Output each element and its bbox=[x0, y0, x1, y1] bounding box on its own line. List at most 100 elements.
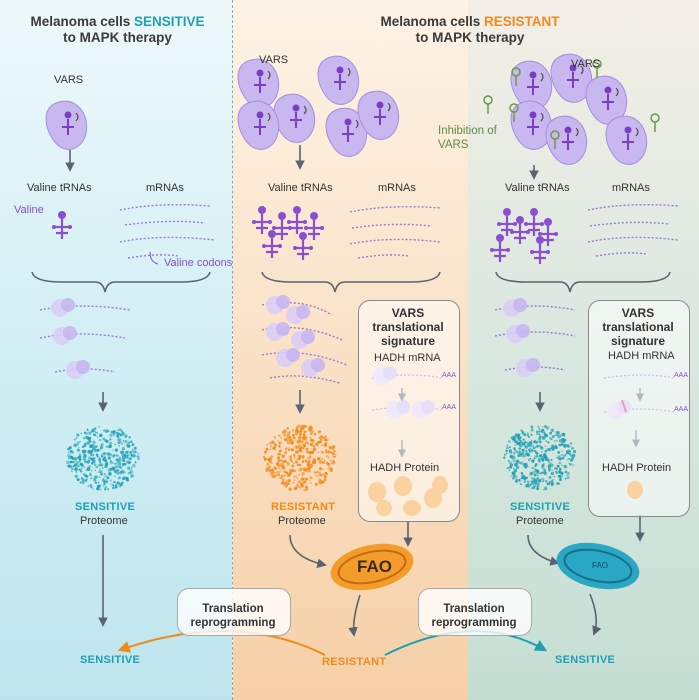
proteome-dot bbox=[280, 462, 284, 466]
proteome-dot bbox=[324, 435, 327, 438]
proteome-dot bbox=[295, 475, 298, 477]
signature-title: VARS translational signature bbox=[372, 306, 444, 348]
proteome-dot bbox=[74, 468, 78, 472]
proteome-dot bbox=[277, 459, 281, 463]
proteome-dot bbox=[283, 433, 287, 437]
proteome-dot bbox=[300, 433, 303, 436]
proteome-dot bbox=[331, 459, 335, 463]
proteome-dot bbox=[84, 474, 88, 478]
proteome-dot bbox=[70, 470, 73, 473]
proteome-dot bbox=[296, 463, 300, 467]
proteome-dot bbox=[542, 467, 545, 470]
proteome-dot bbox=[100, 444, 103, 446]
proteome-dot bbox=[105, 430, 108, 434]
proteome-dot bbox=[514, 444, 516, 446]
proteome-dot bbox=[126, 478, 129, 482]
vars-label: VARS bbox=[571, 58, 601, 70]
proteome-dot bbox=[525, 450, 528, 453]
proteome-dot bbox=[506, 446, 509, 450]
proteome-dot bbox=[512, 458, 516, 463]
proteome-dot bbox=[283, 470, 287, 473]
proteome-dot bbox=[291, 429, 294, 432]
proteome-dot bbox=[309, 455, 312, 458]
proteome-dot bbox=[318, 440, 321, 443]
proteome-dot bbox=[525, 476, 528, 479]
proteome-dot bbox=[305, 425, 308, 428]
proteome-dot bbox=[310, 430, 314, 434]
proteome-dot bbox=[99, 469, 103, 474]
sensitive-proteome-cloud-right bbox=[503, 425, 577, 491]
proteome-dot bbox=[542, 478, 545, 480]
proteome-dot bbox=[551, 482, 555, 486]
proteome-dot bbox=[268, 465, 272, 469]
outcome-resistant: RESISTANT bbox=[322, 656, 387, 668]
proteome-dot bbox=[538, 427, 541, 430]
proteome-state-label: SENSITIVE bbox=[510, 501, 571, 513]
proteome-state-label: SENSITIVE bbox=[75, 501, 136, 513]
proteome-dot bbox=[536, 471, 540, 475]
proteome-dot bbox=[300, 477, 303, 480]
proteome-dot bbox=[302, 477, 305, 480]
proteome-dot bbox=[281, 478, 285, 482]
proteome-dot bbox=[296, 477, 299, 480]
proteome-dot bbox=[272, 475, 276, 479]
proteome-dot bbox=[541, 471, 545, 474]
proteome-dot bbox=[118, 465, 122, 469]
proteome-dot bbox=[105, 440, 107, 443]
proteome-dot bbox=[296, 484, 299, 486]
proteome-dot bbox=[519, 462, 522, 465]
proteome-dot bbox=[119, 433, 123, 437]
proteome-dot bbox=[549, 431, 553, 435]
vars-signature-box-resistant bbox=[358, 300, 460, 522]
proteome-dot bbox=[103, 456, 106, 459]
panel-divider bbox=[232, 0, 233, 700]
proteome-dot bbox=[283, 467, 286, 470]
proteome-dot bbox=[322, 468, 325, 471]
proteome-dot bbox=[76, 433, 80, 437]
proteome-dot bbox=[313, 471, 317, 474]
proteome-dot bbox=[317, 430, 321, 434]
proteome-dot bbox=[93, 463, 97, 466]
proteome-dot bbox=[115, 483, 117, 486]
proteome-dot bbox=[286, 461, 289, 464]
proteome-dot bbox=[304, 430, 307, 433]
proteome-dot bbox=[513, 447, 516, 450]
proteome-dot bbox=[566, 476, 570, 480]
proteome-dot bbox=[548, 476, 552, 479]
proteome-dot bbox=[322, 436, 325, 439]
proteome-dot bbox=[317, 451, 320, 454]
proteome-dot bbox=[121, 471, 124, 474]
proteome-dot bbox=[122, 454, 125, 456]
proteome-dot bbox=[82, 458, 85, 460]
proteome-dot bbox=[507, 459, 510, 462]
proteome-dot bbox=[535, 440, 538, 444]
proteome-dot bbox=[537, 477, 540, 479]
proteome-dot bbox=[108, 472, 112, 476]
hadh-mrna-label: HADH mRNA bbox=[374, 352, 441, 364]
proteome-dot bbox=[309, 426, 314, 431]
proteome-dot bbox=[100, 473, 103, 476]
proteome-dot bbox=[84, 431, 88, 435]
proteome-dot bbox=[561, 432, 566, 437]
proteome-dot bbox=[556, 456, 559, 459]
proteome-dot bbox=[329, 467, 333, 472]
resistant-proteome-cloud bbox=[262, 424, 337, 492]
proteome-dot bbox=[503, 453, 506, 456]
proteome-dot bbox=[553, 475, 556, 478]
proteome-dot bbox=[91, 462, 93, 465]
sensitive-panel bbox=[0, 0, 232, 700]
proteome-dot bbox=[523, 480, 527, 484]
proteome-dot bbox=[534, 446, 537, 449]
proteome-dot bbox=[93, 450, 96, 452]
proteome-dot bbox=[293, 446, 295, 448]
proteome-dot bbox=[557, 451, 561, 454]
proteome-dot bbox=[100, 448, 102, 450]
proteome-dot bbox=[523, 433, 527, 437]
proteome-dot bbox=[529, 445, 532, 448]
proteome-dot bbox=[137, 452, 140, 455]
proteome-dot bbox=[571, 453, 576, 458]
proteome-dot bbox=[315, 482, 318, 485]
proteome-dot bbox=[309, 443, 313, 447]
translation-reprogramming-left: Translation reprogramming bbox=[190, 603, 276, 629]
proteome-dot bbox=[292, 453, 296, 457]
